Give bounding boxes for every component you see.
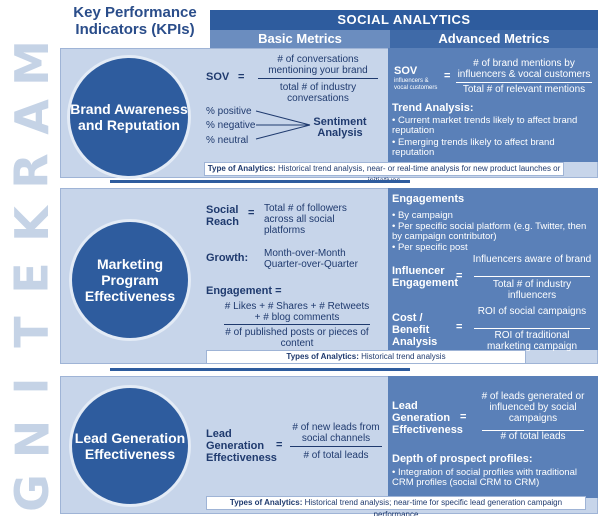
engagement-fraction-line bbox=[224, 324, 370, 325]
adv-lead-gen-label: Lead Generation Effectiveness bbox=[392, 400, 463, 436]
lead-type-of-analytics: Types of Analytics: Historical trend ana… bbox=[206, 496, 586, 516]
lead-gen-numerator: # of new leads from social channels bbox=[292, 422, 380, 444]
watermark-letter: T bbox=[4, 316, 59, 348]
brand-circle: Brand Awareness and Reputation bbox=[70, 58, 188, 176]
section-divider bbox=[110, 368, 410, 371]
adv-engagements-bullet-1: • By campaign bbox=[392, 210, 453, 221]
cost-benefit-equals: = bbox=[456, 321, 463, 333]
marketing-advanced-column bbox=[388, 188, 598, 350]
watermark-letter: I bbox=[5, 376, 59, 395]
influencer-denominator: Total # of industry influencers bbox=[492, 279, 572, 301]
growth-label: Growth: bbox=[206, 252, 249, 264]
marketing-watermark: M A R K E T I N G bbox=[2, 40, 62, 516]
social-reach-label: Social Reach bbox=[206, 204, 240, 228]
kpi-title: Key Performance Indicators (KPIs) bbox=[73, 4, 197, 38]
adv-sov-label: SOV bbox=[394, 65, 418, 77]
adv-lead-gen-equals: = bbox=[460, 411, 467, 423]
lead-gen-denominator: # of total leads bbox=[303, 450, 369, 461]
engagement-numerator: # Likes + # Shares + # Retweets + # blog… bbox=[224, 301, 370, 323]
influencer-numerator: Influencers aware of brand bbox=[472, 254, 592, 265]
basic-metrics-header: Basic Metrics bbox=[210, 30, 390, 48]
pct-neutral: % neutral bbox=[206, 135, 249, 146]
brand-advanced-column bbox=[388, 48, 598, 162]
trend-bullet-2: • Emerging trends likely to affect brand… bbox=[392, 137, 555, 158]
marketing-type-of-analytics: Types of Analytics: Historical trend ana… bbox=[206, 350, 526, 364]
adv-lead-gen-denominator: # of total leads bbox=[500, 431, 566, 442]
cost-benefit-fraction-line bbox=[474, 328, 590, 329]
advanced-metrics-header: Advanced Metrics bbox=[390, 30, 598, 48]
lead-advanced-column bbox=[388, 376, 598, 498]
lead-circle: Lead Generation Effectiveness bbox=[72, 388, 188, 504]
sentiment-connector-lines bbox=[255, 110, 311, 140]
influencer-equals: = bbox=[456, 270, 463, 282]
sov-denominator: total # of industry conversations bbox=[279, 82, 357, 104]
growth-text: Month-over-Month Quarter-over-Quarter bbox=[264, 248, 358, 270]
adv-sov-fraction-line bbox=[456, 82, 592, 83]
brand-type-of-analytics: Type of Analytics: Historical trend anal… bbox=[204, 162, 564, 185]
pct-negative: % negative bbox=[206, 120, 256, 131]
trend-bullet-1: • Current market trends likely to affect… bbox=[392, 115, 578, 136]
cost-benefit-denominator: ROI of traditional marketing campaign bbox=[486, 330, 578, 352]
watermark-letter: M bbox=[5, 40, 59, 86]
pct-positive: % positive bbox=[206, 106, 252, 117]
social-reach-text: Total # of followers across all social p… bbox=[264, 203, 347, 236]
lead-gen-fraction-line bbox=[290, 446, 382, 447]
adv-sov-numerator: # of brand mentions by influencers & voc… bbox=[457, 58, 591, 80]
depth-title: Depth of prospect profiles: bbox=[392, 453, 533, 465]
social-analytics-band: SOCIAL ANALYTICS bbox=[210, 10, 598, 30]
influencer-engagement-label: Influencer Engagement bbox=[392, 265, 459, 289]
sov-equals: = bbox=[238, 71, 245, 83]
depth-bullet-1: • Integration of social profiles with tr… bbox=[392, 467, 577, 488]
cost-benefit-numerator: ROI of social campaigns bbox=[477, 306, 587, 317]
influencer-fraction-line bbox=[474, 276, 590, 277]
adv-lead-gen-numerator: # of leads generated or influenced by so… bbox=[481, 391, 585, 424]
sov-numerator: # of conversations mentioning your brand bbox=[268, 54, 368, 76]
marketing-circle: Marketing Program Effectiveness bbox=[72, 222, 188, 338]
adv-engagements-title: Engagements bbox=[392, 193, 465, 205]
watermark-letter: A bbox=[4, 98, 59, 135]
social-reach-equals: = bbox=[248, 207, 255, 219]
watermark-letter: G bbox=[4, 474, 59, 512]
engagement-denominator: # of published posts or pieces of conten… bbox=[225, 327, 369, 349]
cost-benefit-label: Cost / Benefit Analysis bbox=[392, 312, 438, 348]
adv-sov-equals: = bbox=[444, 70, 451, 82]
section-divider bbox=[110, 180, 410, 183]
sov-label: SOV bbox=[206, 71, 230, 83]
adv-engagements-bullet-3: • Per specific post bbox=[392, 242, 468, 253]
sentiment-analysis: Sentiment Analysis bbox=[313, 116, 367, 139]
adv-sov-sublabel: influencers & vocal customers bbox=[394, 78, 438, 91]
engagement-label: Engagement = bbox=[206, 285, 282, 297]
watermark-letter: E bbox=[5, 262, 59, 294]
adv-engagements-bullet-2: • Per specific social platform (e.g. Twi… bbox=[392, 221, 587, 242]
lead-gen-label: Lead Generation Effectiveness bbox=[206, 428, 277, 464]
watermark-letter: R bbox=[4, 152, 59, 189]
adv-lead-gen-fraction-line bbox=[482, 430, 584, 431]
trend-analysis-title: Trend Analysis: bbox=[392, 102, 474, 114]
lead-gen-equals: = bbox=[276, 439, 283, 451]
watermark-letter: N bbox=[5, 420, 59, 459]
watermark-letter: K bbox=[5, 206, 59, 243]
sov-fraction-line bbox=[258, 78, 378, 79]
adv-sov-denominator: Total # of relevant mentions bbox=[462, 84, 586, 95]
